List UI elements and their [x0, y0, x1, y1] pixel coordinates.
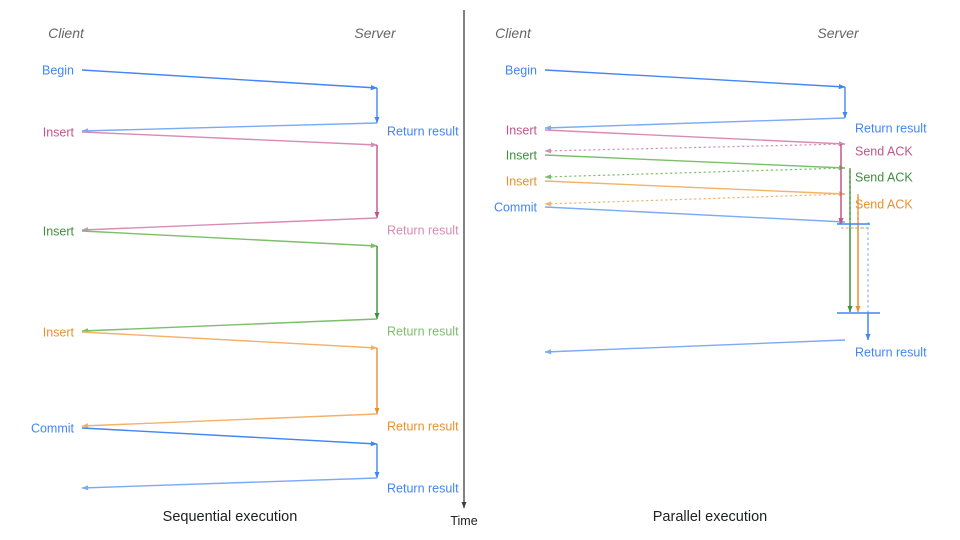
panel-caption-sequential: Sequential execution	[163, 509, 298, 525]
message-arrow-seq-ins2-ret	[81, 318, 378, 334]
message-par-commit-ret: Return result	[544, 339, 927, 360]
message-seq-ins1-req: Insert	[43, 126, 378, 148]
message-arrow-seq-ins1-ret	[81, 217, 378, 233]
message-arrow-seq-ins2-req	[81, 230, 378, 249]
message-par-ins3-req: Insert	[506, 175, 846, 197]
message-label-par-ins2-ack: Send ACK	[855, 171, 913, 185]
lane-title-client-parallel: Client	[495, 25, 532, 41]
message-seq-begin-ret: Return result	[81, 122, 459, 139]
message-label-par-commit-req: Commit	[494, 201, 538, 215]
message-seq-ins1-ret: Return result	[81, 217, 459, 238]
message-label-par-begin-req: Begin	[505, 64, 537, 78]
message-label-seq-ins1-ret: Return result	[387, 224, 459, 238]
message-arrow-par-ins2-ack	[544, 167, 846, 180]
message-label-par-begin-ret: Return result	[855, 122, 927, 136]
message-label-seq-commit-ret: Return result	[387, 482, 459, 496]
message-par-ins3-ack: Send ACK	[544, 193, 913, 212]
message-arrow-par-ins1-req	[544, 129, 846, 147]
message-arrow-par-ins3-ack	[544, 193, 846, 207]
message-seq-ins3-ret: Return result	[81, 413, 459, 434]
message-label-seq-ins3-ret: Return result	[387, 420, 459, 434]
message-label-seq-begin-ret: Return result	[387, 125, 459, 139]
lane-title-client-sequential: Client	[48, 25, 85, 41]
message-arrow-seq-begin-ret	[81, 122, 378, 134]
message-par-ins1-ack: Send ACK	[544, 143, 913, 159]
message-label-par-ins1-ack: Send ACK	[855, 145, 913, 159]
message-label-par-commit-ret: Return result	[855, 346, 927, 360]
message-arrow-seq-begin-req	[81, 69, 378, 91]
message-par-ins2-ack: Send ACK	[544, 167, 913, 185]
message-seq-ins3-req: Insert	[43, 326, 378, 351]
message-arrow-par-commit-ret	[544, 339, 846, 355]
message-par-commit-req: Commit	[494, 201, 846, 225]
message-label-par-ins2-req: Insert	[506, 149, 538, 163]
message-label-par-ins3-ack: Send ACK	[855, 198, 913, 212]
message-arrow-seq-ins3-ret	[81, 413, 378, 429]
message-label-seq-ins3-req: Insert	[43, 326, 75, 340]
message-label-seq-ins1-req: Insert	[43, 126, 75, 140]
message-seq-begin-req: Begin	[42, 64, 378, 91]
message-arrow-par-begin-ret	[544, 117, 846, 131]
lane-title-server-sequential: Server	[354, 25, 397, 41]
time-axis-layer: Time	[450, 10, 478, 528]
message-par-begin-ret: Return result	[544, 117, 927, 136]
message-arrow-seq-ins1-req	[81, 131, 378, 148]
message-seq-commit-req: Commit	[31, 422, 378, 447]
message-arrow-par-ins3-req	[544, 180, 846, 197]
panel-caption-parallel: Parallel execution	[653, 509, 767, 525]
message-label-seq-begin-req: Begin	[42, 64, 74, 78]
message-label-seq-ins2-ret: Return result	[387, 325, 459, 339]
message-seq-commit-ret: Return result	[81, 477, 459, 496]
message-label-par-ins1-req: Insert	[506, 124, 538, 138]
message-arrow-par-ins1-ack	[544, 143, 846, 154]
message-arrow-par-begin-req	[544, 69, 846, 90]
message-label-par-ins3-req: Insert	[506, 175, 538, 189]
lane-title-server-parallel: Server	[817, 25, 860, 41]
message-arrow-seq-commit-req	[81, 427, 378, 447]
message-arrow-par-ins2-req	[544, 154, 846, 171]
message-arrow-seq-ins3-req	[81, 331, 378, 351]
message-seq-ins2-ret: Return result	[81, 318, 459, 339]
message-label-seq-commit-req: Commit	[31, 422, 75, 436]
message-par-ins2-req: Insert	[506, 149, 846, 171]
message-par-begin-req: Begin	[505, 64, 846, 90]
message-label-seq-ins2-req: Insert	[43, 225, 75, 239]
message-arrow-par-commit-req	[544, 206, 846, 225]
time-axis-label: Time	[450, 514, 477, 528]
message-arrow-seq-commit-ret	[81, 477, 378, 491]
message-par-ins1-req: Insert	[506, 124, 846, 147]
message-seq-ins2-req: Insert	[43, 225, 378, 249]
